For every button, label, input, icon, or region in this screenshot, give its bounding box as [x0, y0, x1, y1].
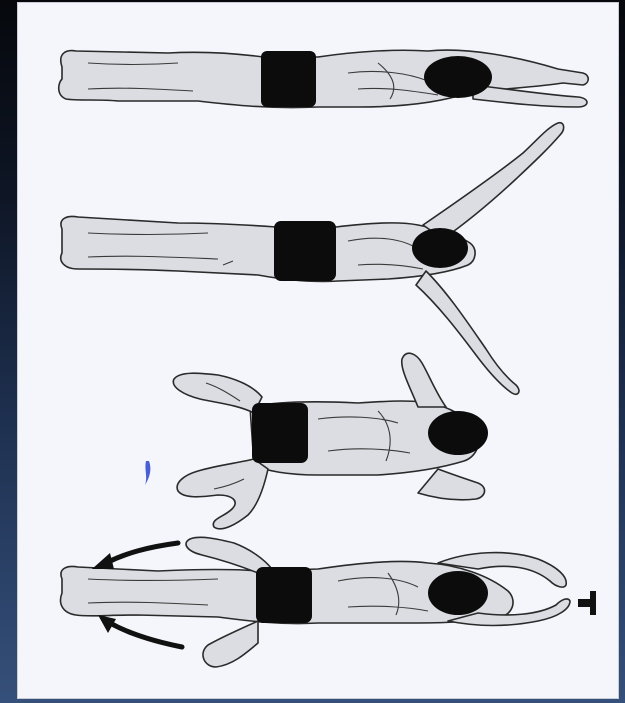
swimmer-frame-2 [61, 123, 564, 395]
swimmer-2-lower-arm [416, 271, 519, 394]
swimmer-3-head [428, 411, 488, 455]
swimmer-3-lower-arm [418, 469, 485, 500]
swimmer-frame-3 [145, 353, 488, 529]
swimmer-3-trunks [252, 403, 308, 463]
swimmer-2-trunks [274, 221, 336, 281]
swimmer-1-lower-arm [473, 85, 587, 107]
kick-arrow-upper [92, 543, 178, 569]
swimmer-frame-1 [59, 50, 589, 107]
swimmer-frame-4 [61, 537, 596, 667]
swimmer-4-trunks [256, 567, 312, 623]
swimmer-1-head [424, 56, 492, 98]
swimmer-2-head [412, 228, 468, 268]
swimmer-1-trunks [261, 51, 316, 107]
illustration-panel [17, 2, 619, 699]
swimmer-4-bent-leg-bottom [203, 621, 258, 667]
swimmer-4-head [428, 571, 488, 615]
direction-arrow-right [578, 591, 596, 615]
kick-arrow-lower [98, 615, 182, 647]
swimmer-3-upper-arm [402, 353, 446, 407]
swimmer-4-bent-leg-top [186, 537, 272, 573]
swimmer-2-upper-arm [423, 123, 564, 239]
swimmer-3-lower-leg [177, 459, 268, 529]
stroke-sequence-illustration [18, 3, 620, 700]
swimmer-3-upper-leg [173, 373, 262, 413]
water-mark [145, 461, 150, 485]
